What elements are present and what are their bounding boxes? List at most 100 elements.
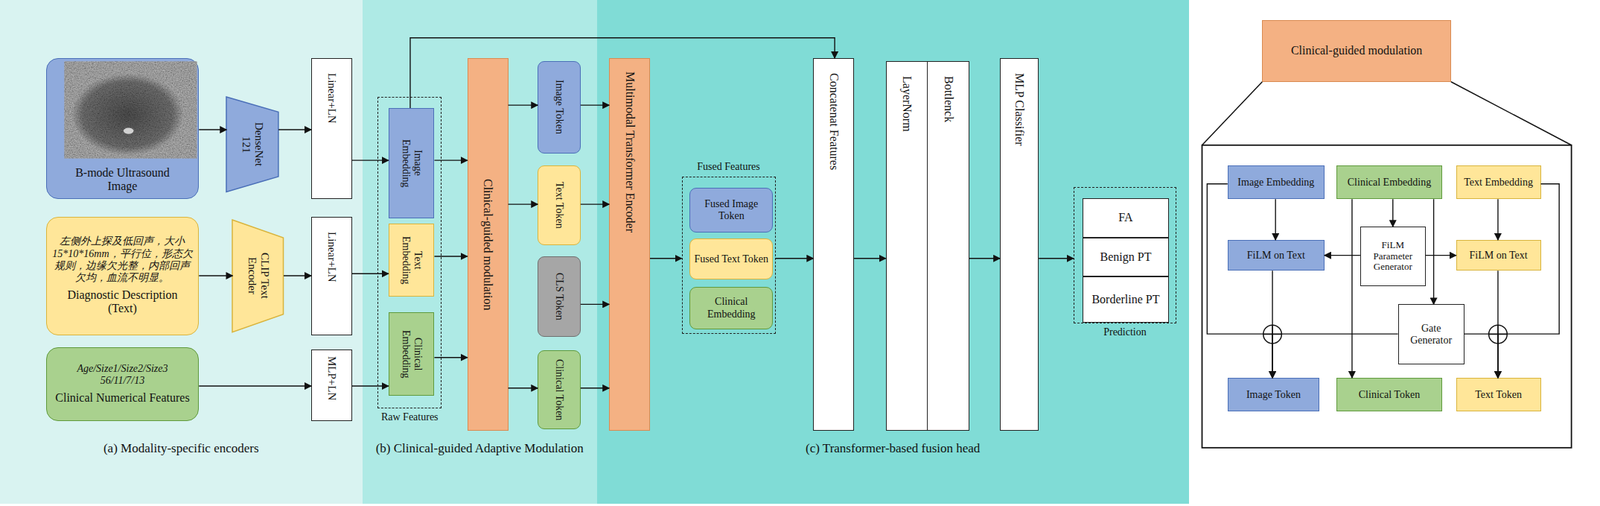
connector-arrow — [580, 387, 610, 388]
node-text: LayerNorm — [900, 75, 914, 132]
connector-arrow — [1433, 198, 1434, 304]
connector-arrow — [508, 387, 539, 388]
node-text: Borderline PT — [1091, 292, 1160, 307]
process-box: Linear+LN — [311, 216, 353, 336]
node-text: Image Token — [1246, 388, 1301, 401]
node-text: Clinical-guided modulation — [1291, 43, 1423, 58]
node-text: (b) Clinical-guided Adaptive Modulation — [375, 440, 584, 456]
connector-arrow — [352, 273, 389, 274]
connector-arrow — [198, 384, 312, 386]
process-box: 左侧外上探及低回声，大小15*10*16mm，平行位，形态欠规则，边缘欠光整，内… — [46, 216, 200, 336]
node-text: Clinical Token — [553, 358, 566, 420]
node-text: Age/Size1/Size2/Size3 56/11/7/13 — [61, 362, 184, 387]
ultrasound-shade — [64, 61, 197, 158]
node-text: Prediction — [1103, 326, 1147, 339]
process-box: FiLM Parameter Generator — [1360, 226, 1426, 286]
process-box: Text Token — [537, 165, 581, 245]
connector-arrow — [434, 255, 467, 257]
process-box: FA — [1082, 198, 1169, 238]
node-text: Multimodal Transformer Encoder — [622, 71, 636, 233]
process-box: Linear+LN — [311, 58, 353, 199]
connector-arrow — [352, 159, 389, 161]
connector-arrow — [410, 37, 835, 108]
connector-arrow — [198, 128, 227, 130]
connector-arrow — [283, 274, 312, 276]
connector-arrow — [1206, 183, 1273, 378]
process-box: Text Token — [1456, 377, 1542, 411]
node-text: Image Embedding — [399, 125, 424, 201]
node-text: DenseNet 121 — [239, 116, 266, 172]
node-text: (c) Transformer-based fusion head — [805, 440, 980, 456]
connector-arrow — [508, 104, 539, 105]
node-text: Image Embedding — [1237, 176, 1315, 189]
connector-arrow — [1272, 333, 1399, 378]
node-text: 左侧外上探及低回声，大小15*10*16mm，平行位，形态欠规则，边缘欠光整，内… — [51, 235, 193, 283]
process-box: Concatenat Features — [813, 58, 854, 431]
split-cell: LayerNorm — [886, 61, 928, 430]
node-text: CLIP Text Encoder — [244, 244, 272, 308]
node-text: Text Token — [553, 181, 566, 229]
node-text: FiLM on Text — [1247, 249, 1306, 262]
node-text: FiLM on Text — [1469, 249, 1528, 262]
process-box: Image Embedding — [388, 107, 435, 219]
connector-arrow — [649, 257, 682, 259]
node-text: Clinical Numerical Features — [55, 390, 190, 405]
node-text: Benign PT — [1100, 250, 1152, 264]
process-box: FiLM on Text — [1456, 239, 1542, 271]
node-text: Clinical Embedding — [692, 295, 770, 320]
node-text: (a) Modality-specific encoders — [103, 440, 260, 456]
process-box: Multimodal Transformer Encoder — [609, 58, 650, 431]
connector-arrow — [580, 203, 610, 205]
connector-arrow — [775, 257, 814, 259]
connector-arrow — [580, 303, 610, 305]
panel-band: (c) Transformer-based fusion head Multimo… — [597, 0, 1190, 504]
connector-arrow — [1271, 270, 1273, 378]
node-text: Clinical Embedding — [399, 317, 424, 390]
node-text: CLS Token — [553, 272, 566, 321]
connector-arrow — [1274, 198, 1276, 240]
node-text: Gate Generator — [1401, 322, 1462, 347]
detail-frame — [1201, 145, 1571, 448]
process-box: CLS Token — [537, 256, 581, 337]
trapezoid-outline — [232, 219, 284, 333]
trapezoid-outline — [226, 96, 279, 192]
connector-arrow — [1324, 254, 1361, 256]
sum-cross — [1263, 333, 1283, 335]
connector-arrow — [352, 384, 389, 386]
process-box: Text Embedding — [1456, 165, 1542, 199]
process-box: Fused Text Token — [689, 238, 773, 280]
encoder-block: CLIP Text Encoder — [232, 219, 284, 333]
trapezoid-shape — [232, 219, 284, 333]
node-text: FA — [1118, 210, 1133, 225]
process-box: Clinical Embedding — [1336, 165, 1442, 199]
split-cell: Bottlenck — [926, 61, 969, 430]
ultrasound-image — [64, 61, 197, 158]
process-box: Image Token — [537, 61, 581, 153]
process-box: B-mode Ultrasound Image — [46, 58, 200, 199]
connector-arrow — [278, 128, 312, 130]
node-text: Clinical-guided modulation — [480, 178, 495, 310]
process-box: Fused Image Token — [689, 187, 773, 233]
process-box: FiLM on Text — [1227, 239, 1325, 271]
process-box: Clinical-guided modulation — [467, 58, 509, 431]
node-text: Text Token — [1474, 388, 1522, 401]
encoder-block: DenseNet 121 — [226, 96, 279, 192]
zoom-line — [1451, 81, 1572, 146]
ultrasound-lesion — [71, 73, 184, 156]
node-text: Image Token — [553, 79, 566, 135]
connector-arrow — [1425, 254, 1457, 256]
connector-arrow — [1497, 270, 1498, 378]
group-box: Fused FeaturesFused Image TokenFused Tex… — [681, 176, 776, 334]
process-box: Image Embedding — [1227, 165, 1325, 199]
connector-arrow — [1497, 183, 1560, 378]
process-box: Gate Generator — [1398, 303, 1465, 365]
node-text: Text Embedding — [399, 229, 424, 292]
connector-arrow — [198, 274, 233, 276]
ultrasound-echo — [123, 127, 135, 134]
connector-arrow — [853, 257, 886, 259]
group-box: PredictionFABenign PTBorderline PT — [1073, 186, 1177, 324]
process-box: Clinical Token — [537, 349, 581, 429]
